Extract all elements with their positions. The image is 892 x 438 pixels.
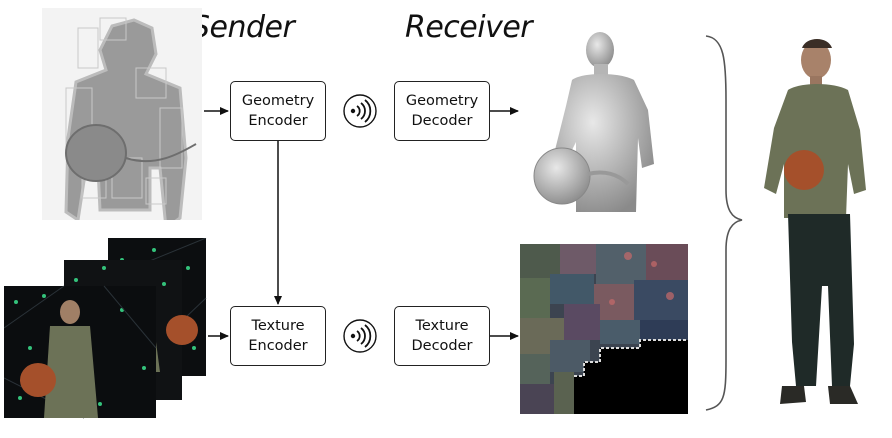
rgb-frame-stack bbox=[3, 237, 208, 422]
texture-decoder-box: Texture Decoder bbox=[394, 306, 490, 366]
texture-encoder-box: Texture Encoder bbox=[230, 306, 326, 366]
decoded-texture-atlas-image bbox=[520, 244, 688, 414]
wireless-signal-icon bbox=[343, 319, 377, 353]
geometry-encoder-box: Geometry Encoder bbox=[230, 81, 326, 141]
decoded-geometry-mesh-image bbox=[528, 24, 668, 220]
geometry-decoder-box: Geometry Decoder bbox=[394, 81, 490, 141]
geometry-encoder-label-line1: Geometry bbox=[241, 93, 315, 109]
geometry-decoder-label-line2: Decoder bbox=[411, 113, 473, 129]
sender-heading: Sender bbox=[191, 10, 295, 45]
texture-decoder-label-line2: Decoder bbox=[411, 338, 473, 354]
depth-map-image bbox=[42, 8, 202, 231]
rendered-person-image bbox=[752, 36, 884, 418]
receiver-heading: Receiver bbox=[405, 10, 533, 45]
texture-encoder-label-line2: Encoder bbox=[248, 338, 308, 354]
geometry-decoder-label-line1: Geometry bbox=[405, 93, 479, 109]
rgb-frame-front bbox=[3, 285, 157, 419]
wireless-signal-icon bbox=[343, 94, 377, 128]
geometry-encoder-label-line2: Encoder bbox=[248, 113, 308, 129]
right-curly-brace bbox=[705, 35, 743, 411]
texture-encoder-label-line1: Texture bbox=[251, 318, 305, 334]
texture-decoder-label-line1: Texture bbox=[415, 318, 469, 334]
